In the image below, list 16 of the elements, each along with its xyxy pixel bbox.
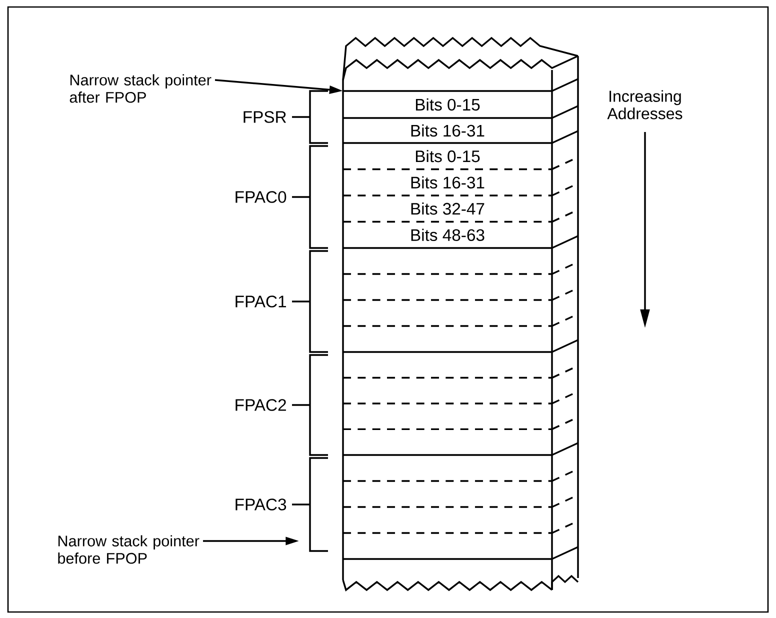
stack-cell: Bits 48-63 <box>343 228 552 249</box>
register-label: FPSR <box>244 111 286 123</box>
direction-label: Increasing Addresses <box>607 90 682 120</box>
empty-stack-cell <box>343 376 552 379</box>
stack-cell: Bits 16-31 <box>343 124 552 144</box>
register-label: FPAC1 <box>236 296 286 308</box>
register-label: FPAC0 <box>236 191 286 203</box>
register-label: FPAC3 <box>236 498 286 510</box>
empty-stack-cell <box>343 428 552 430</box>
stack-cell: Bits 0-15 <box>343 90 552 119</box>
register-label: FPAC2 <box>236 399 286 411</box>
stack-cell: Bits 16-31 <box>343 176 552 196</box>
stack-cell: Bits 32-47 <box>343 202 552 223</box>
pointer-label: Narrow stack pointer before FPOP <box>58 535 200 564</box>
stack-cell: Bits 0-15 <box>343 150 552 170</box>
pointer-label: Narrow stack pointer after FPOP <box>70 74 212 103</box>
